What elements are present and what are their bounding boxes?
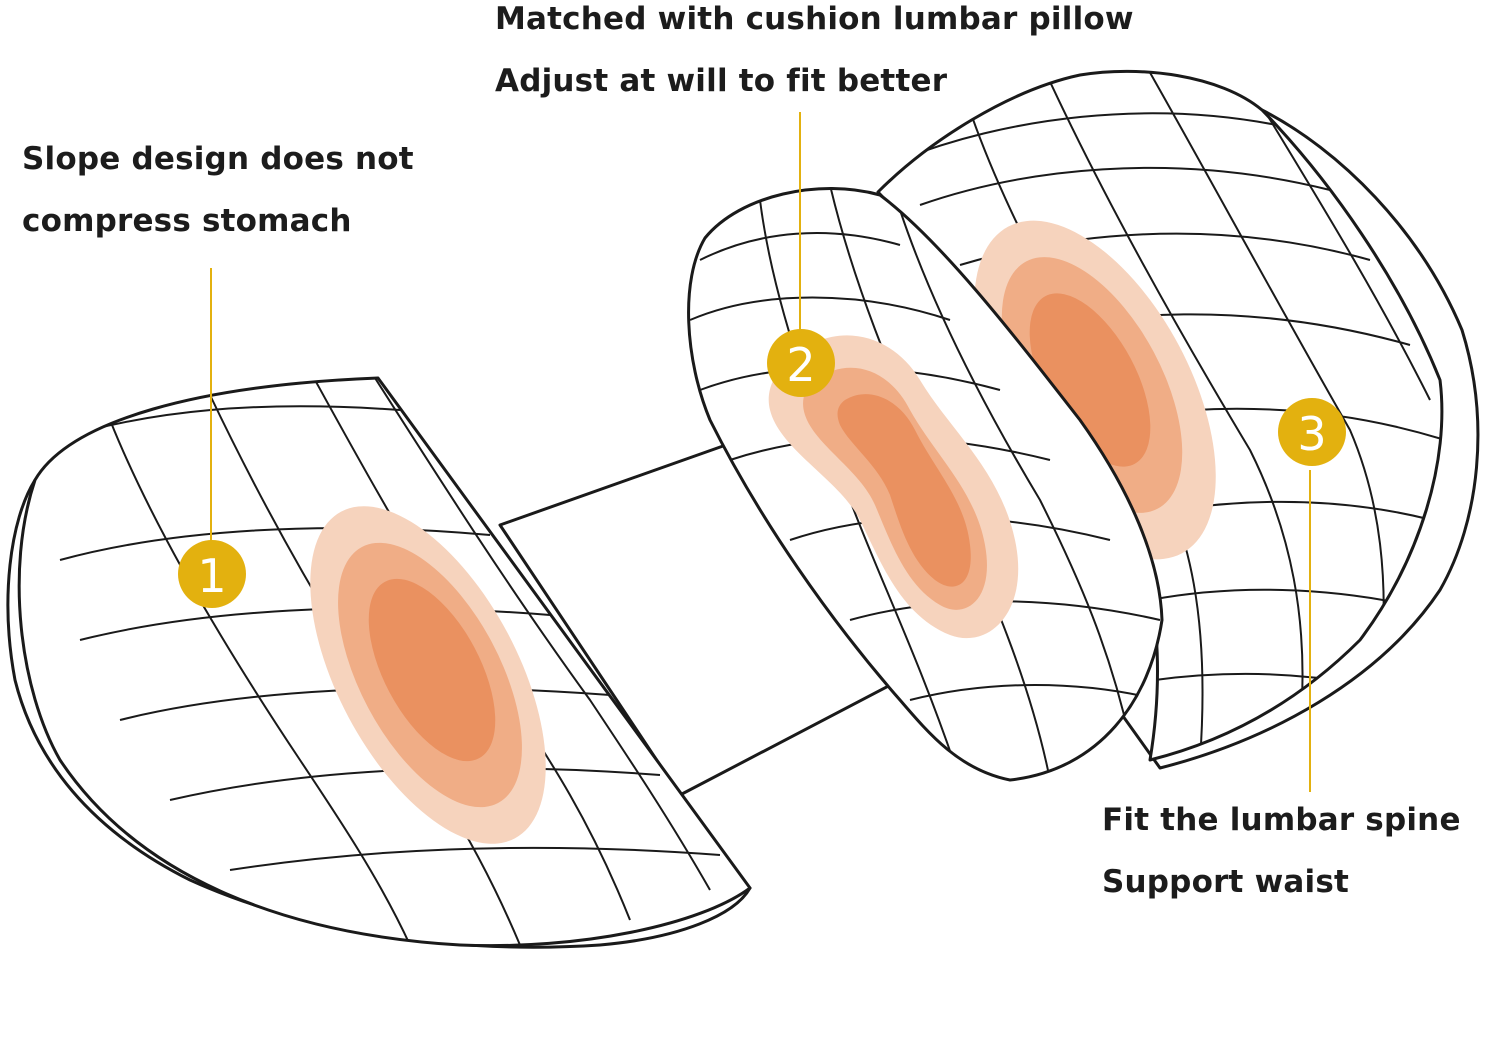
badge-2: 2 [767,329,835,397]
callout-2-caption: Matched with cushion lumbar pillow Adjus… [495,0,1134,112]
callout-2-line-1: Matched with cushion lumbar pillow [495,1,1134,37]
callout-3-caption: Fit the lumbar spine Support waist [1102,789,1461,913]
slope-seat-pillow [6,376,752,949]
callout-3-line-2: Support waist [1102,864,1350,900]
badge-3: 3 [1278,398,1346,466]
callout-2-line-2: Adjust at will to fit better [495,63,948,99]
badge-1: 1 [178,540,246,608]
pressure-zone-1 [310,506,546,844]
callout-1-caption: Slope design does not compress stomach [22,128,414,252]
callout-1-line-1: Slope design does not [22,141,414,177]
pressure-zone-3 [974,220,1216,560]
badge-3-number: 3 [1297,407,1326,461]
pressure-zone-2 [768,335,1019,639]
callout-1-line-2: compress stomach [22,203,352,239]
callout-3-line-1: Fit the lumbar spine [1102,802,1461,838]
badge-1-number: 1 [197,549,226,603]
badge-2-number: 2 [786,338,815,392]
